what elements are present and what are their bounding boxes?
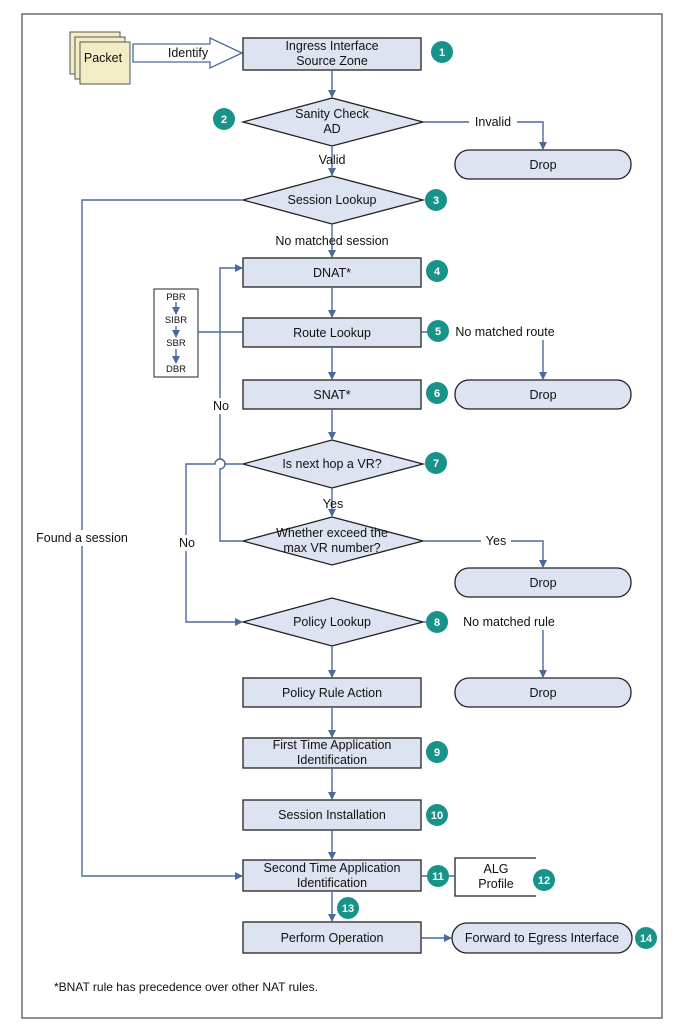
svg-text:2: 2	[221, 114, 227, 126]
svg-text:13: 13	[342, 903, 354, 915]
badge-5: 5	[427, 320, 449, 342]
sanity-label-1: Sanity Check	[295, 107, 369, 121]
svg-text:9: 9	[434, 747, 440, 759]
yes-label-2: Yes	[486, 534, 506, 548]
badge-1: 1	[431, 41, 453, 63]
first-app-label-1: First Time Application	[273, 738, 392, 752]
second-app-id-node: Second Time Application Identification	[242, 859, 422, 892]
drop-label-4: Drop	[529, 686, 556, 700]
exceed-vr-node: Whether exceed the max VR number?	[240, 516, 426, 566]
no-matched-session-label: No matched session	[275, 234, 388, 248]
badge-14: 14	[635, 927, 657, 949]
second-app-label-2: Identification	[297, 876, 367, 890]
valid-label: Valid	[319, 153, 346, 167]
badge-12: 12	[533, 869, 555, 891]
drop-label-2: Drop	[529, 388, 556, 402]
packet-stack: Packet	[69, 31, 131, 85]
route-type-sibr: SIBR	[165, 315, 187, 326]
alg-label-2: Profile	[478, 877, 513, 891]
second-app-label-1: Second Time Application	[264, 861, 401, 875]
svg-text:12: 12	[538, 875, 550, 887]
svg-text:1: 1	[439, 47, 445, 59]
route-lookup-node: Route Lookup	[242, 317, 422, 348]
no-label-2: No	[179, 536, 195, 550]
snat-label: SNAT*	[313, 388, 350, 402]
session-lookup-node: Session Lookup	[240, 175, 426, 225]
forward-egress-node: Forward to Egress Interface	[451, 922, 633, 954]
no-matched-rule-label: No matched rule	[463, 615, 555, 629]
badge-4: 4	[426, 260, 448, 282]
badge-6: 6	[426, 382, 448, 404]
dnat-node: DNAT*	[242, 257, 422, 288]
identify-arrow: Identify	[132, 36, 244, 70]
badge-2: 2	[213, 108, 235, 130]
ingress-label-1: Ingress Interface	[285, 39, 378, 53]
drop-node-1: Drop	[454, 149, 632, 180]
no-matched-route-label: No matched route	[455, 325, 554, 339]
perform-operation-node: Perform Operation	[242, 921, 422, 954]
badge-3: 3	[425, 189, 447, 211]
no-label-1: No	[213, 399, 229, 413]
ingress-label-2: Source Zone	[296, 54, 368, 68]
svg-text:11: 11	[432, 871, 444, 883]
yes-label-1: Yes	[323, 497, 343, 511]
session-install-node: Session Installation	[242, 799, 422, 831]
alg-profile-node: ALG Profile	[454, 857, 536, 897]
packet-label: Packet	[84, 51, 123, 65]
route-type-dbr: DBR	[166, 364, 186, 375]
route-type-sbr: SBR	[166, 338, 186, 349]
svg-text:5: 5	[435, 326, 441, 338]
ingress-node: Ingress Interface Source Zone	[242, 37, 422, 71]
sanity-label-2: AD	[323, 122, 340, 136]
policy-action-node: Policy Rule Action	[242, 677, 422, 708]
first-app-id-node: First Time Application Identification	[242, 737, 422, 769]
badge-11: 11	[427, 865, 449, 887]
exceed-label-2: max VR number?	[283, 541, 380, 555]
svg-text:4: 4	[434, 266, 441, 278]
svg-text:10: 10	[431, 810, 443, 822]
route-lookup-label: Route Lookup	[293, 326, 371, 340]
invalid-label: Invalid	[475, 115, 511, 129]
drop-node-2: Drop	[454, 379, 632, 410]
perform-label: Perform Operation	[281, 931, 384, 945]
svg-text:7: 7	[433, 458, 439, 470]
badge-13: 13	[337, 897, 359, 919]
route-type-list: PBR SIBR SBR DBR	[153, 288, 199, 378]
svg-text:8: 8	[434, 617, 440, 629]
next-hop-label: Is next hop a VR?	[282, 457, 381, 471]
svg-text:3: 3	[433, 195, 439, 207]
badge-8: 8	[426, 611, 448, 633]
policy-action-label: Policy Rule Action	[282, 686, 382, 700]
sanity-check-node: Sanity Check AD	[240, 97, 426, 147]
exceed-label-1: Whether exceed the	[276, 526, 388, 540]
first-app-label-2: Identification	[297, 753, 367, 767]
drop-label-3: Drop	[529, 576, 556, 590]
dnat-label: DNAT*	[313, 266, 351, 280]
svg-text:6: 6	[434, 388, 440, 400]
policy-lookup-label: Policy Lookup	[293, 615, 371, 629]
drop-node-4: Drop	[454, 677, 632, 708]
snat-node: SNAT*	[242, 379, 422, 410]
footnote: *BNAT rule has precedence over other NAT…	[54, 980, 318, 994]
drop-node-3: Drop	[454, 567, 632, 598]
found-session-label: Found a session	[36, 531, 128, 545]
session-install-label: Session Installation	[278, 808, 386, 822]
alg-label-1: ALG	[483, 862, 508, 876]
step-badges: 1 2 3 4 5 6 7 8 9 10 11 12 13 14	[213, 41, 657, 949]
badge-10: 10	[426, 804, 448, 826]
next-hop-node: Is next hop a VR?	[240, 439, 426, 489]
badge-9: 9	[426, 741, 448, 763]
badge-7: 7	[425, 452, 447, 474]
session-lookup-label: Session Lookup	[288, 193, 377, 207]
identify-label: Identify	[168, 46, 209, 60]
forward-label: Forward to Egress Interface	[465, 931, 619, 945]
svg-text:14: 14	[640, 933, 653, 945]
route-type-pbr: PBR	[166, 292, 186, 303]
drop-label-1: Drop	[529, 158, 556, 172]
